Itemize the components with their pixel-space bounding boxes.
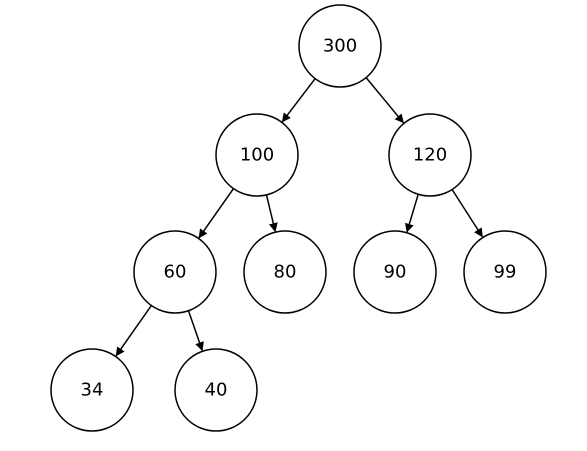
edge-n300-to-n120 bbox=[365, 77, 404, 124]
node-circle bbox=[388, 113, 472, 197]
edges-layer bbox=[115, 77, 483, 357]
edge-n120-to-n99 bbox=[451, 189, 483, 238]
tree-node-100: 100 bbox=[215, 113, 299, 197]
node-label: 100 bbox=[240, 145, 274, 166]
node-label: 300 bbox=[323, 36, 357, 57]
node-circle bbox=[298, 4, 382, 88]
tree-node-120: 120 bbox=[388, 113, 472, 197]
tree-node-40: 40 bbox=[174, 348, 258, 432]
edge-n300-to-n100 bbox=[281, 78, 316, 123]
edge-n100-to-n60 bbox=[198, 188, 235, 239]
node-label: 120 bbox=[413, 145, 447, 166]
node-circle bbox=[353, 230, 437, 314]
tree-node-60: 60 bbox=[133, 230, 217, 314]
edge-n60-to-n34 bbox=[115, 305, 153, 357]
tree-node-90: 90 bbox=[353, 230, 437, 314]
node-label: 34 bbox=[81, 380, 104, 401]
node-label: 90 bbox=[384, 262, 407, 283]
node-circle bbox=[133, 230, 217, 314]
edge-n120-to-n90 bbox=[405, 194, 419, 233]
node-circle bbox=[243, 230, 327, 314]
edge-n100-to-n80 bbox=[265, 194, 278, 233]
node-circle bbox=[174, 348, 258, 432]
tree-node-80: 80 bbox=[243, 230, 327, 314]
tree-node-34: 34 bbox=[50, 348, 134, 432]
nodes-layer: 300 100 120 60 80 90 99 34 40 bbox=[50, 4, 547, 432]
tree-node-99: 99 bbox=[463, 230, 547, 314]
node-circle bbox=[215, 113, 299, 197]
node-label: 40 bbox=[205, 380, 228, 401]
node-label: 99 bbox=[494, 262, 517, 283]
node-circle bbox=[463, 230, 547, 314]
tree-node-300: 300 bbox=[298, 4, 382, 88]
node-circle bbox=[50, 348, 134, 432]
node-label: 80 bbox=[274, 262, 297, 283]
node-label: 60 bbox=[164, 262, 187, 283]
edge-n60-to-n40 bbox=[187, 310, 204, 352]
